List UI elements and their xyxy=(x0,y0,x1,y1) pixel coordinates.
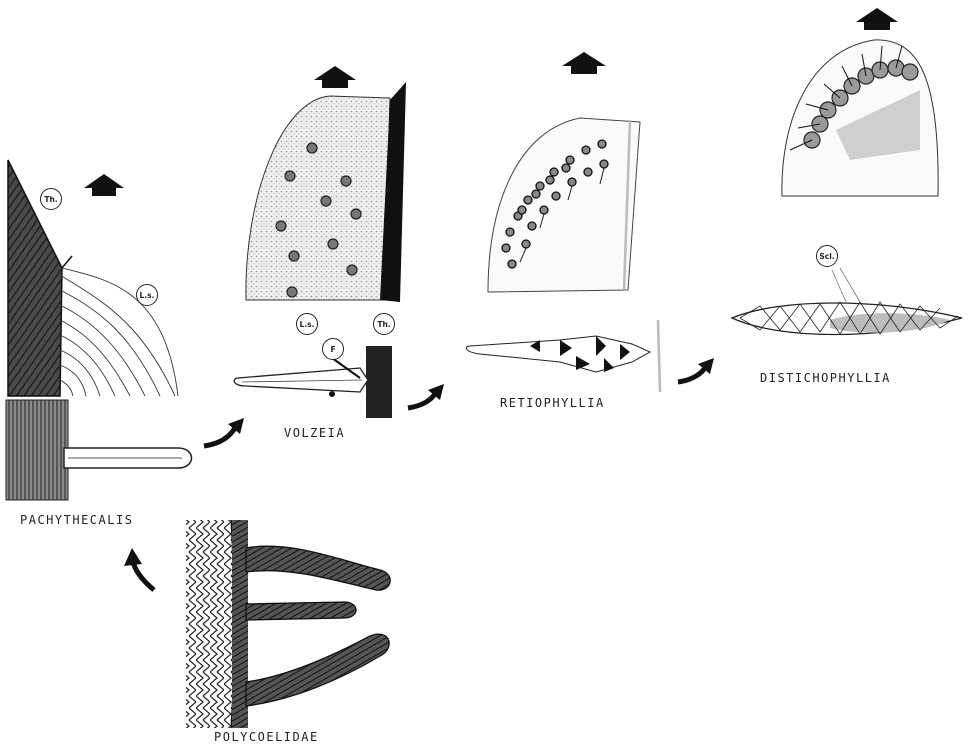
ls-label-pachythecalis: L.s. xyxy=(136,284,158,306)
th-label-volzeia: Th. xyxy=(373,313,395,335)
up-arrow-icon xyxy=(562,52,606,74)
curved-arrow-icon xyxy=(204,418,244,446)
f-label-volzeia: F xyxy=(322,338,344,360)
caption-polycoelidae: POLYCOELIDAE xyxy=(214,730,319,744)
up-arrow-icon xyxy=(856,8,898,30)
curved-arrow-icon xyxy=(124,548,154,590)
up-arrow-icon xyxy=(84,174,124,196)
retiophyllia-figure xyxy=(466,118,660,392)
up-arrow-icon xyxy=(314,66,356,88)
caption-pachythecalis: PACHYTHECALIS xyxy=(20,513,133,527)
caption-retiophyllia: RETIOPHYLLIA xyxy=(500,396,605,410)
distichophyllia-figure xyxy=(732,40,962,335)
curved-arrow-icon xyxy=(408,384,444,408)
scl-label-distichophyllia: Scl. xyxy=(816,245,838,267)
volzeia-figure xyxy=(234,82,406,418)
curved-arrow-icon xyxy=(678,358,714,382)
ls-label-volzeia: L.s. xyxy=(296,313,318,335)
caption-volzeia: VOLZEIA xyxy=(284,426,345,440)
caption-distichophyllia: DISTICHOPHYLLIA xyxy=(760,371,891,385)
pachythecalis-figure xyxy=(6,160,192,500)
th-label-pachythecalis: Th. xyxy=(40,188,62,210)
polycoelidae-figure xyxy=(186,520,390,728)
